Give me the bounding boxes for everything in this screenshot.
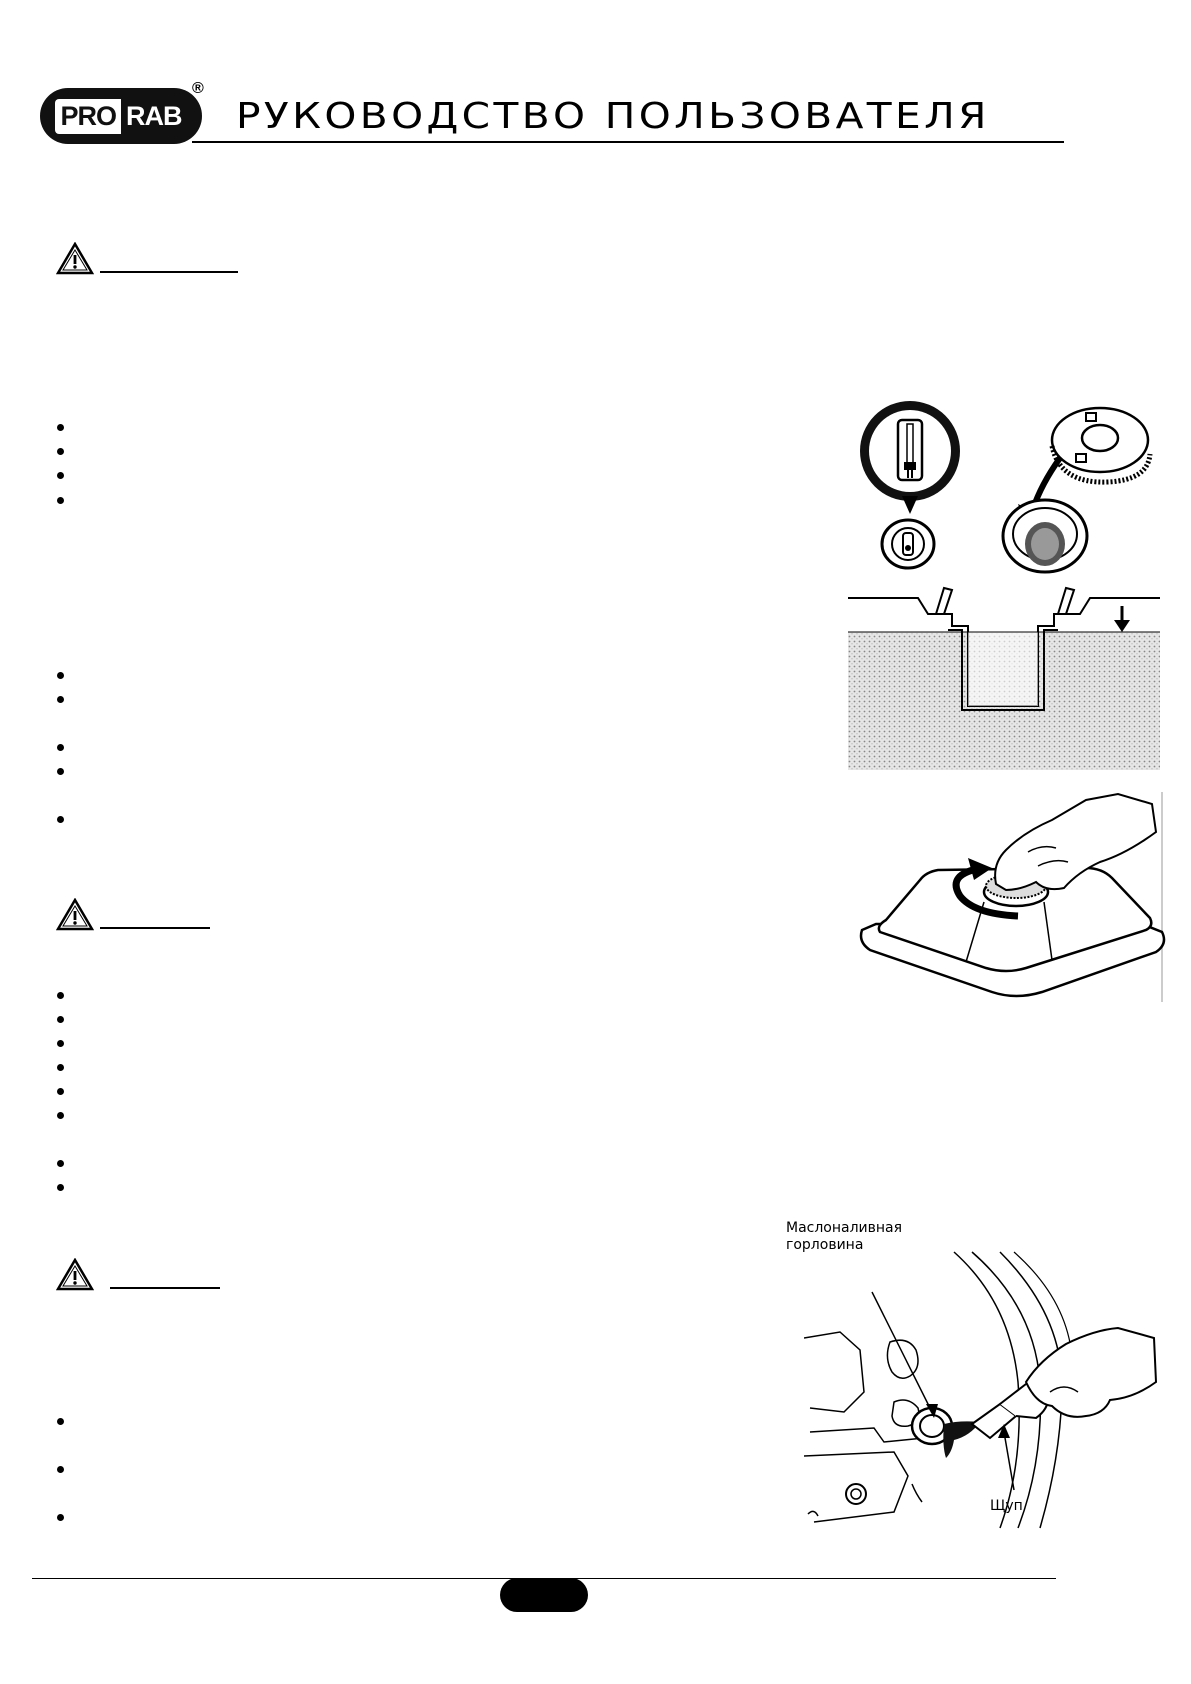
- warning-heading-underline: [100, 927, 210, 929]
- bullet-icon: [57, 1466, 64, 1473]
- fuel-tank-cross-section: [848, 586, 1160, 770]
- bullet-icon: [57, 1064, 64, 1071]
- header-divider: [192, 141, 1064, 143]
- bullet-icon: [57, 1184, 64, 1191]
- warning-block-2: [56, 898, 210, 931]
- bullet-icon: [57, 1088, 64, 1095]
- warning-block-1: [56, 242, 238, 275]
- logo-text-pro: PRO: [55, 98, 121, 134]
- warning-heading-underline: [110, 1287, 220, 1289]
- warning-heading-underline: [100, 271, 238, 273]
- warning-block-3: [56, 1258, 220, 1291]
- page-number-badge: [500, 1578, 588, 1612]
- warning-icon: [56, 1258, 94, 1291]
- bullet-icon: [57, 672, 64, 679]
- bullet-icon: [57, 744, 64, 751]
- bullet-icon: [57, 696, 64, 703]
- bullet-icon: [57, 472, 64, 479]
- fuel-cap-opening-illustration: [859, 792, 1166, 1002]
- bullet-icon: [57, 992, 64, 999]
- logo-text-rab: RAB: [126, 100, 182, 131]
- warning-icon: [56, 898, 94, 931]
- bullet-icon: [57, 768, 64, 775]
- bullet-icon: [57, 816, 64, 823]
- dipstick-label: Щуп: [990, 1498, 1023, 1514]
- registered-mark: ®: [192, 80, 204, 97]
- bullet-icon: [57, 1016, 64, 1023]
- bullet-icon: [57, 1160, 64, 1167]
- oil-fill-dipstick-illustration: [804, 1251, 1158, 1529]
- page-title: РУКОВОДСТВО ПОЛЬЗОВАТЕЛЯ: [236, 96, 990, 137]
- bullet-icon: [57, 1418, 64, 1425]
- bullet-icon: [57, 497, 64, 504]
- bullet-icon: [57, 1112, 64, 1119]
- bullet-icon: [57, 1514, 64, 1521]
- fuel-gauge-strainer-illustration: [860, 401, 1153, 574]
- bullet-icon: [57, 424, 64, 431]
- bullet-icon: [57, 448, 64, 455]
- warning-icon: [56, 242, 94, 275]
- bullet-icon: [57, 1040, 64, 1047]
- filler-neck-label: Маслоналивная горловина: [786, 1220, 903, 1253]
